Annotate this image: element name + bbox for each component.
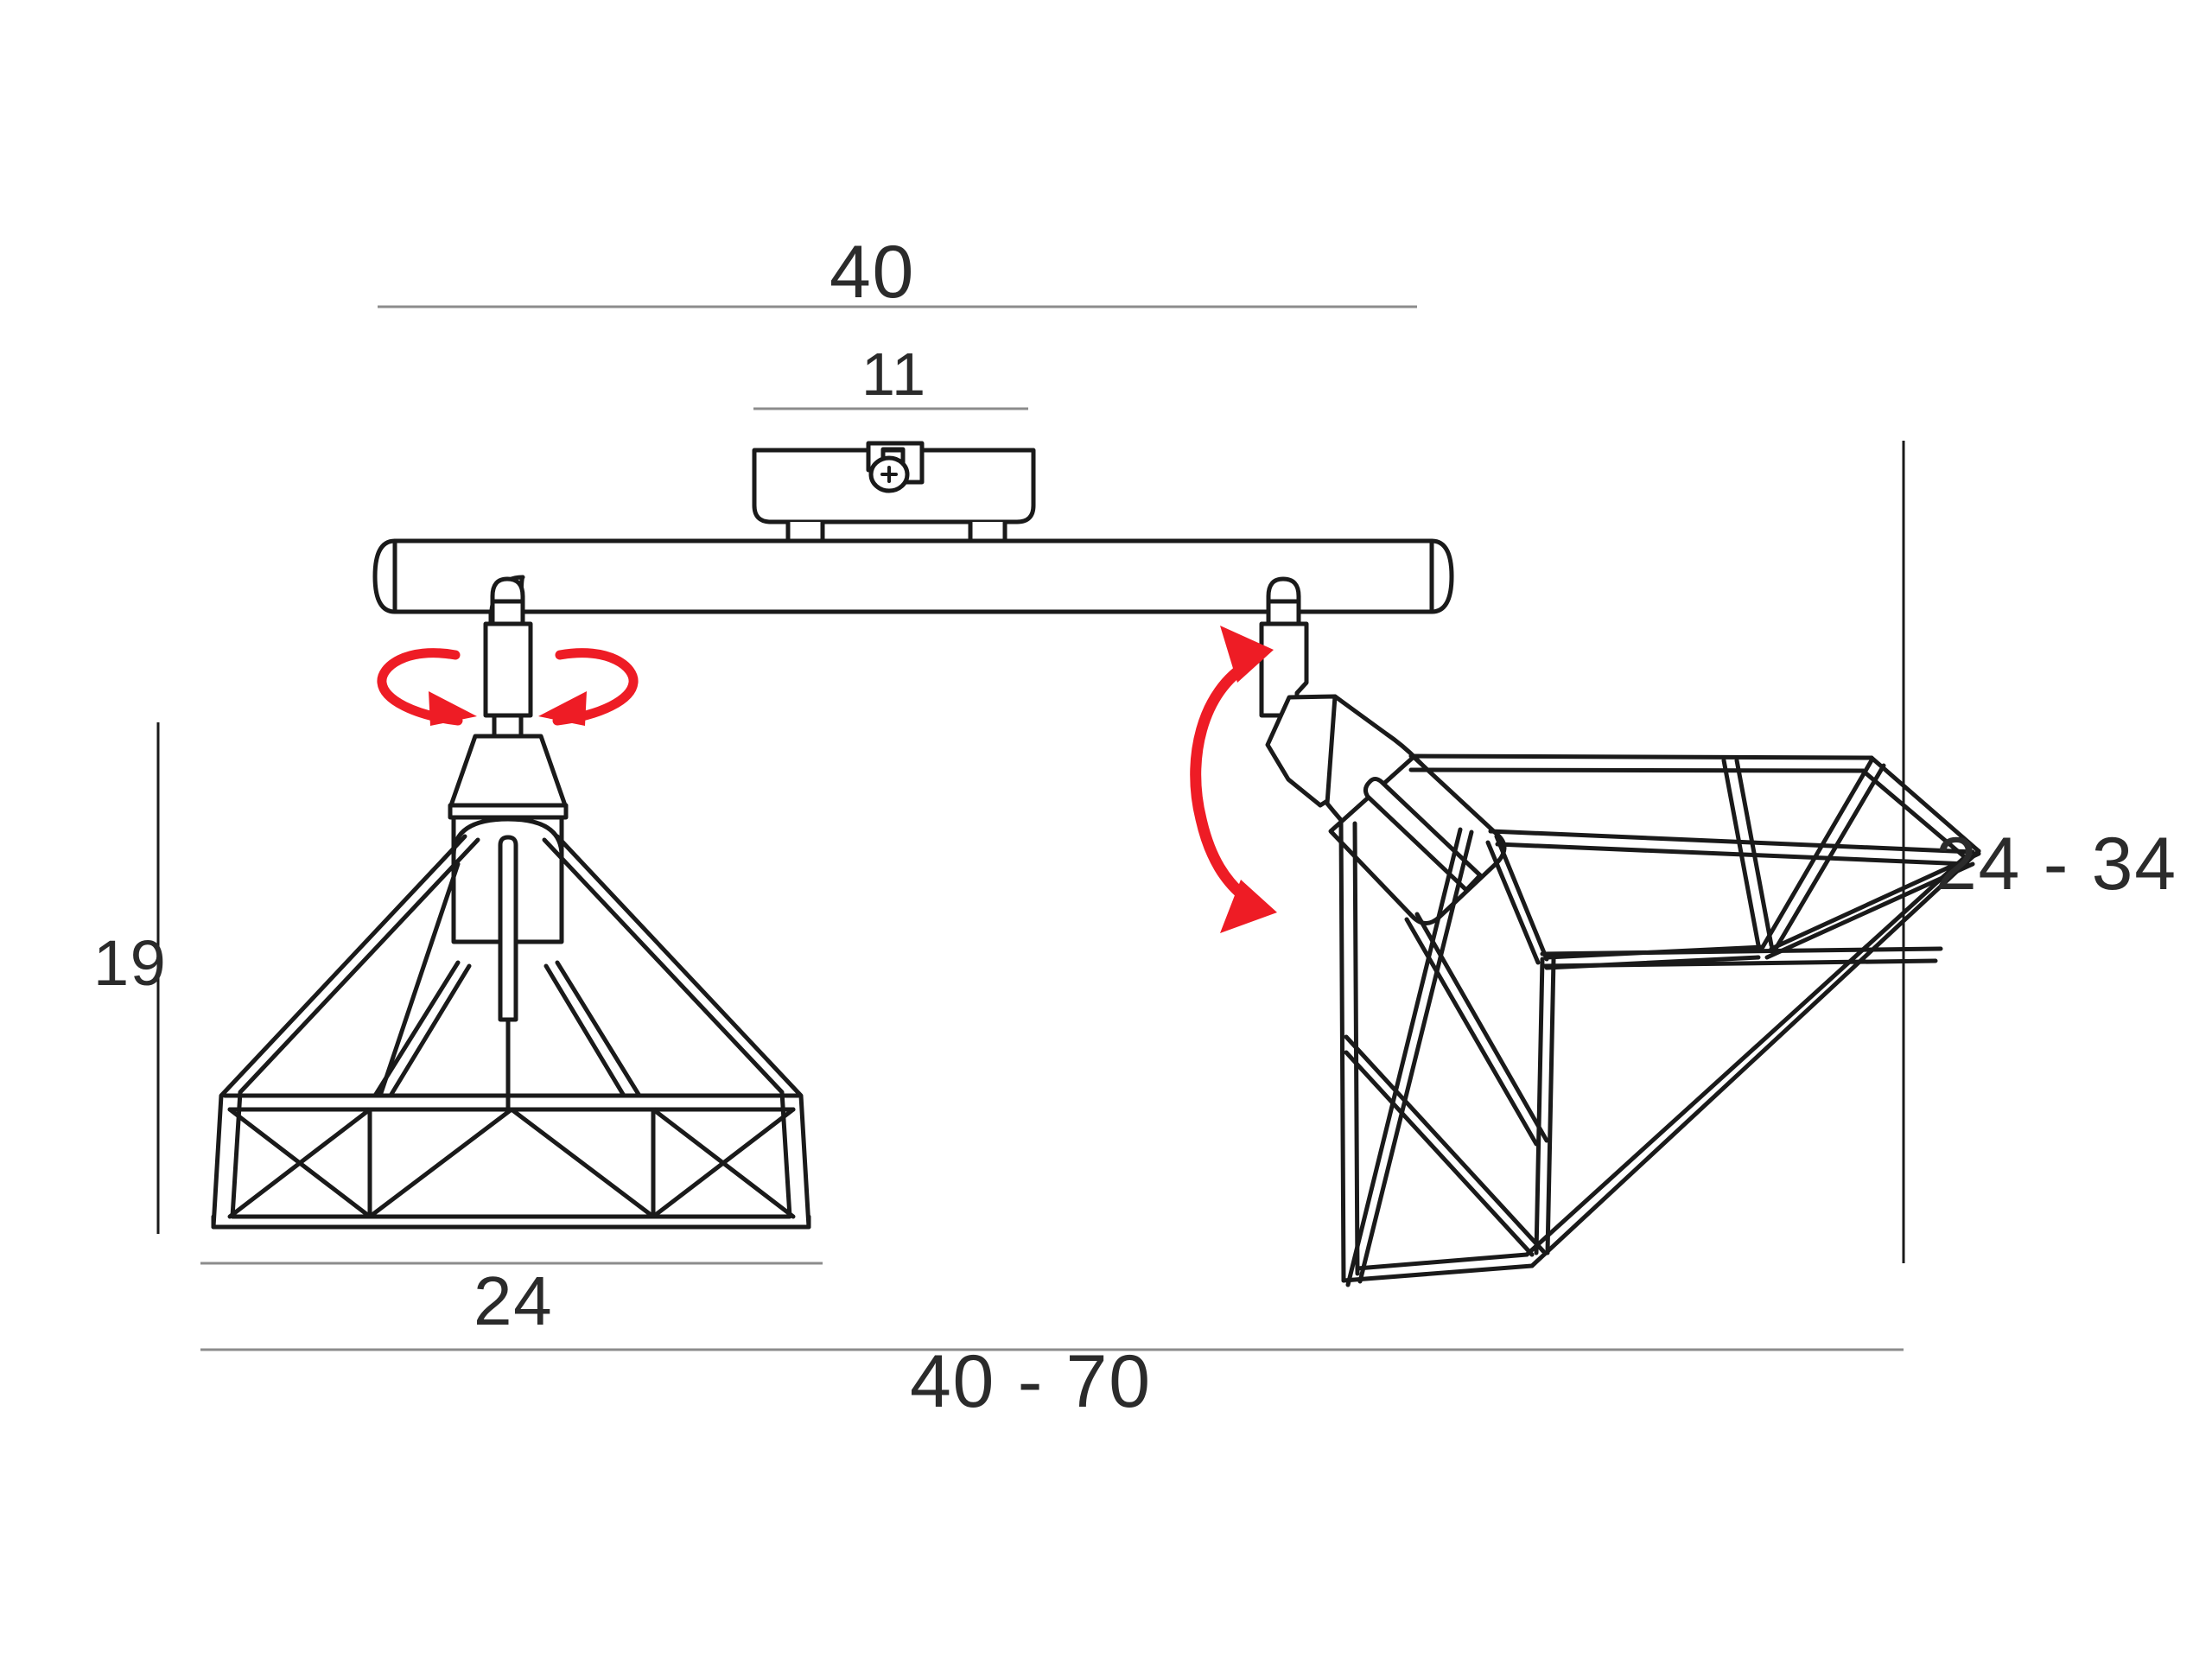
rotation-arrow-tilt-curve xyxy=(1190,658,1255,906)
left-spot-assembly xyxy=(448,575,569,1022)
right-cage-strut-l11 xyxy=(1414,912,1549,1143)
rotation-arrow-horizontal xyxy=(377,648,639,726)
left-cage-lower-2 xyxy=(227,1107,372,1219)
right-cage-strut-u2 xyxy=(1734,758,1774,948)
left-swivel-block xyxy=(483,621,533,718)
left-cage-lower-5 xyxy=(509,1107,656,1219)
right-cage-strut-u5 xyxy=(1769,851,1981,951)
right-cage-strut-l7 xyxy=(1344,1034,1546,1254)
right-cage-strut-l6 xyxy=(1545,957,1556,1255)
rotation-arrow-tilt-heads xyxy=(1220,626,1277,933)
right-cage-strut-l2 xyxy=(1485,840,1541,965)
right-cage-edge-bottom2 xyxy=(1355,1252,1529,1271)
right-spot-assembly xyxy=(1259,576,1507,925)
left-cage-strut-a1 xyxy=(378,861,461,1098)
right-wire-cage-shade xyxy=(1338,753,1981,1287)
left-cage-strut-right-in2 xyxy=(543,963,626,1098)
right-cage-rim-upper-outer xyxy=(1408,753,1874,760)
right-cage-edge-bottom xyxy=(1341,1263,1535,1283)
left-cage-outline-outer xyxy=(211,834,811,1230)
left-stem xyxy=(492,713,524,739)
right-cage-strut-l10 xyxy=(1357,830,1474,1284)
right-cage-strut-l8 xyxy=(1344,1050,1535,1257)
left-cage-lower-4 xyxy=(367,1107,514,1219)
left-cage-strut-right-in xyxy=(555,960,642,1098)
right-cage-rim-upper-inner xyxy=(1408,767,1866,773)
right-cage-strut-l5 xyxy=(1534,957,1545,1255)
canopy-fixing-screw-cross xyxy=(880,466,898,483)
right-cage-strut-l1 xyxy=(1494,834,1549,962)
rotation-arrow-tilt xyxy=(1190,658,1255,906)
dimension-label-total-width: 40 - 70 xyxy=(910,1340,1152,1423)
left-cage-rim xyxy=(211,1214,811,1230)
rotation-arrow-horizontal-ellipse xyxy=(377,648,639,726)
dimension-label-canopy-width: 11 xyxy=(861,340,927,408)
right-cage-strut-u3 xyxy=(1760,758,1874,950)
left-cage-strut-left-in2 xyxy=(388,963,472,1098)
left-filament-bar xyxy=(498,835,518,1022)
left-cage-outline-inner xyxy=(230,837,792,1219)
rotation-arrowhead-right xyxy=(538,691,587,726)
ceiling-canopy-group xyxy=(752,441,1036,550)
tilt-arrowhead-up xyxy=(1220,626,1274,683)
right-cage-edge-right-down xyxy=(1529,849,1981,1268)
right-cage-edge-top-right2 xyxy=(1860,768,1967,860)
right-cage-ring-b xyxy=(1495,842,1970,867)
rotation-arrow-horizontal-heads xyxy=(429,691,587,726)
dimension-lines xyxy=(200,305,1904,1351)
dimension-label-shade-width: 24 xyxy=(474,1262,554,1339)
right-cage-strut-l12 xyxy=(1404,917,1539,1147)
right-cage-strut-u4 xyxy=(1773,763,1886,951)
right-cage-rim-left-outer xyxy=(1338,821,1346,1283)
right-cage-strut-l4 xyxy=(1544,955,1761,970)
right-cage-edge-right-down2 xyxy=(1524,855,1967,1257)
dimension-label-total-height: 24 - 34 xyxy=(1936,823,2177,906)
rotation-arrowhead-left xyxy=(429,691,477,726)
horizontal-mounting-bar xyxy=(372,538,1454,614)
dimension-lines-vertical xyxy=(156,441,1905,1263)
left-cage-strut-left-in xyxy=(372,960,461,1098)
right-cage-edge-top-right xyxy=(1869,755,1981,854)
right-cage-strut-l9 xyxy=(1345,827,1463,1287)
right-cage-strut-l3 xyxy=(1544,944,1765,960)
right-swivel-block xyxy=(1259,621,1309,718)
tilt-arrowhead-down xyxy=(1220,880,1277,933)
left-cage-lower-8 xyxy=(651,1107,796,1219)
right-cage-ring-a xyxy=(1488,829,1975,855)
dimension-label-bar-width: 40 xyxy=(830,231,916,314)
dimension-label-shade-height: 19 xyxy=(93,927,168,999)
right-cage-strut-u1 xyxy=(1721,758,1761,948)
right-cage-strut-u6 xyxy=(1764,861,1975,960)
left-wire-cage-shade xyxy=(211,834,811,1230)
left-holder-cone xyxy=(448,734,568,808)
